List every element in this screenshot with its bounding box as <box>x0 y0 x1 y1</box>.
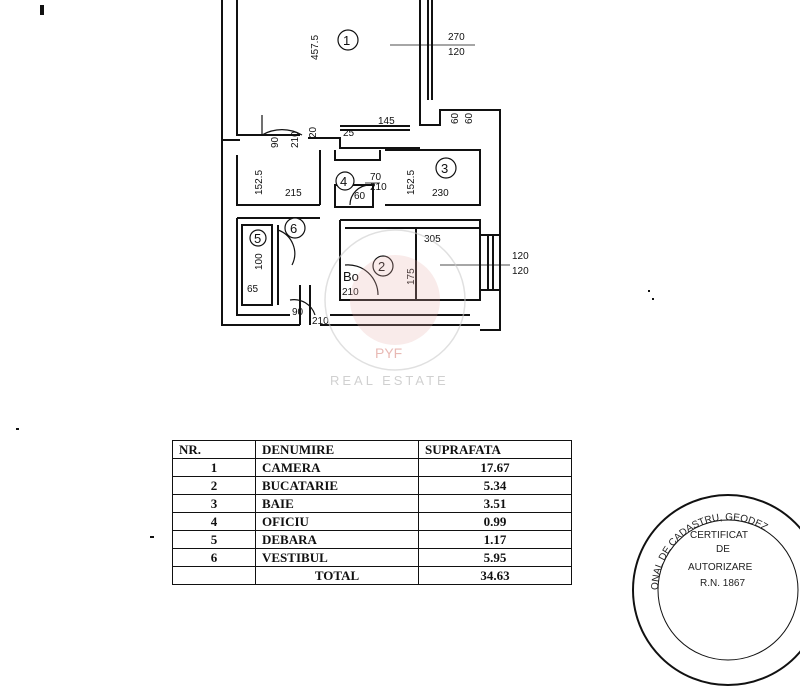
row-nr: 5 <box>172 530 256 549</box>
dim-230: 230 <box>432 188 449 199</box>
watermark: PYF REAL ESTATE <box>324 229 466 388</box>
dim-152-a: 152.5 <box>254 170 265 195</box>
table-header-row: NR. DENUMIRE SUPRAFATA <box>172 440 572 459</box>
row-name: BAIE <box>255 494 419 513</box>
total-empty <box>172 566 256 585</box>
total-value: 34.63 <box>418 566 572 585</box>
dim-60-c: 60 <box>354 191 366 202</box>
dim-210-c: 210 <box>342 287 359 298</box>
room-markers <box>249 29 457 277</box>
row-nr: 6 <box>172 548 256 567</box>
dim-210-b: 210 <box>370 182 387 193</box>
room-label-1: 1 <box>343 33 350 48</box>
scan-marks <box>16 5 654 538</box>
room-label-2: 2 <box>378 259 385 274</box>
table-row: 1 CAMERA 17.67 <box>172 458 572 477</box>
table-row: 4 OFICIU 0.99 <box>172 512 572 531</box>
stamp-line-2: DE <box>716 544 730 555</box>
row-nr: 3 <box>172 494 256 513</box>
dim-60-b: 60 <box>464 112 475 124</box>
row-area: 5.95 <box>418 548 572 567</box>
row-nr: 1 <box>172 458 256 477</box>
dim-120-top: 120 <box>448 47 465 58</box>
stamp-line-1: CERTIFICAT <box>690 530 748 541</box>
table-row: 6 VESTIBUL 5.95 <box>172 548 572 567</box>
row-name: VESTIBUL <box>255 548 419 567</box>
header-nr: NR. <box>172 440 256 459</box>
row-name: OFICIU <box>255 512 419 531</box>
watermark-center: PYF <box>375 345 402 361</box>
dim-90: 90 <box>270 136 281 148</box>
dim-20: 20 <box>308 126 319 138</box>
header-denumire: DENUMIRE <box>255 440 419 459</box>
dim-100: 100 <box>254 253 265 270</box>
dim-60-a: 60 <box>450 112 461 124</box>
row-name: BUCATARIE <box>255 476 419 495</box>
room-label-5: 5 <box>254 231 261 246</box>
dim-215: 215 <box>285 188 302 199</box>
dim-152-b: 152.5 <box>406 170 417 195</box>
room-label-4: 4 <box>340 174 347 189</box>
dim-210-a: 210 <box>290 131 301 148</box>
row-area: 1.17 <box>418 530 572 549</box>
cadastre-stamp: ONAL DE CADASTRU, GEODEZ CERTIFICAT DE A… <box>632 494 800 686</box>
dim-270: 270 <box>448 32 465 43</box>
watermark-bottom: REAL ESTATE <box>330 373 449 388</box>
dim-305: 305 <box>424 234 441 245</box>
row-area: 3.51 <box>418 494 572 513</box>
row-area: 5.34 <box>418 476 572 495</box>
dim-457: 457.5 <box>310 35 321 60</box>
row-nr: 2 <box>172 476 256 495</box>
dim-65: 65 <box>247 284 259 295</box>
dim-175: 175 <box>406 268 417 285</box>
table-row: 3 BAIE 3.51 <box>172 494 572 513</box>
row-area: 17.67 <box>418 458 572 477</box>
dim-120-c: 120 <box>512 266 529 277</box>
room-label-3: 3 <box>441 161 448 176</box>
table-row: 5 DEBARA 1.17 <box>172 530 572 549</box>
dim-145: 145 <box>378 116 395 127</box>
dim-90-b: 90 <box>292 307 304 318</box>
row-area: 0.99 <box>418 512 572 531</box>
row-nr: 4 <box>172 512 256 531</box>
row-name: DEBARA <box>255 530 419 549</box>
walls <box>221 0 501 331</box>
stamp-line-4: R.N. 1867 <box>700 578 745 589</box>
door-arcs <box>261 115 379 316</box>
area-table: NR. DENUMIRE SUPRAFATA 1 CAMERA 17.67 2 … <box>172 440 572 585</box>
room-label-bo: Bo <box>343 269 359 284</box>
table-total-row: TOTAL 34.63 <box>172 566 572 585</box>
header-suprafata: SUPRAFATA <box>418 440 572 459</box>
table-row: 2 BUCATARIE 5.34 <box>172 476 572 495</box>
dim-70: 70 <box>370 172 382 183</box>
stamp-line-3: AUTORIZARE <box>688 562 753 573</box>
dimension-lines <box>365 44 510 266</box>
dim-120-b: 120 <box>512 251 529 262</box>
dim-25: 25 <box>343 128 355 139</box>
total-label: TOTAL <box>255 566 419 585</box>
row-name: CAMERA <box>255 458 419 477</box>
room-label-6: 6 <box>290 221 297 236</box>
dim-210-d: 210 <box>312 316 329 327</box>
floor-plan: 1 2 3 4 5 6 Bo 457.5 270 120 90 210 20 2… <box>16 0 654 538</box>
